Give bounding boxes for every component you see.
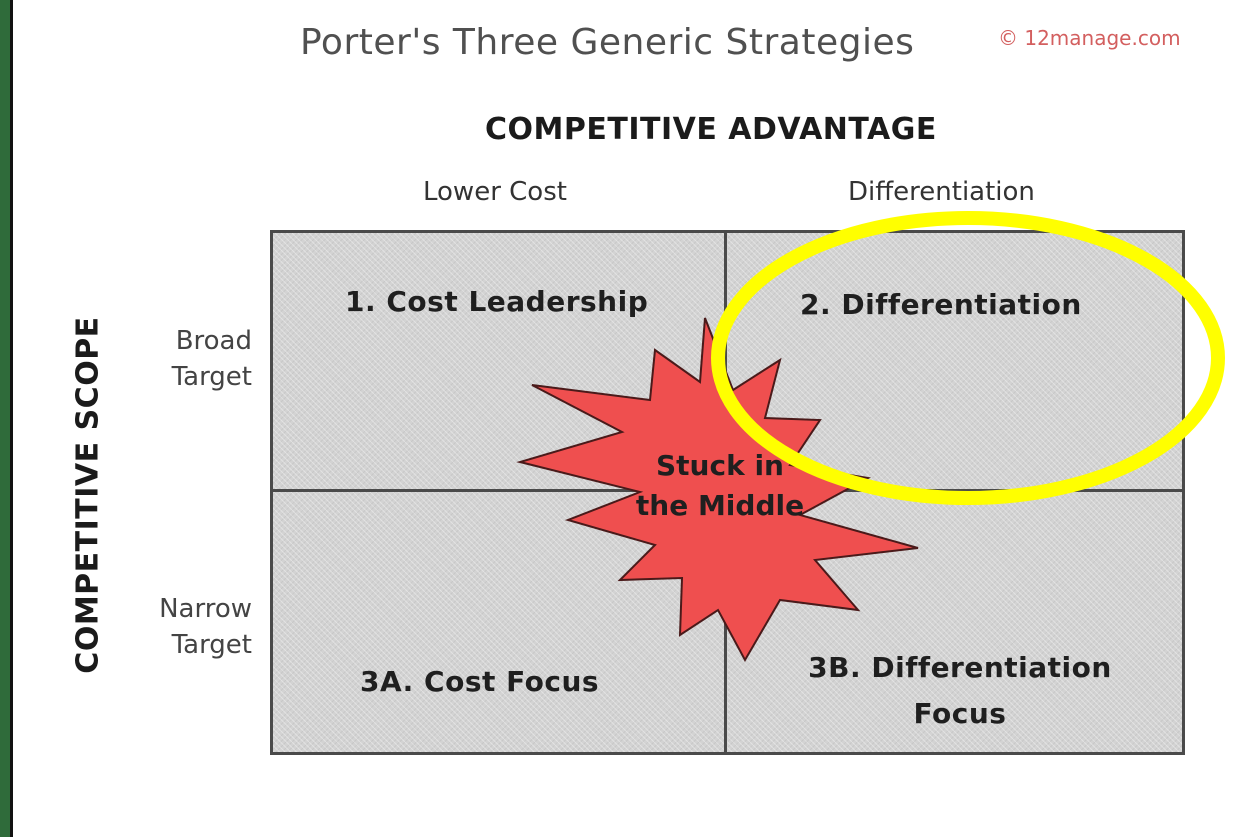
cell-differentiation: 2. Differentiation: [800, 288, 1082, 321]
column-label-differentiation: Differentiation: [848, 177, 1035, 207]
copyright-text: © 12manage.com: [998, 26, 1181, 50]
stuck-in-middle-label: Stuck in the Middle: [600, 446, 840, 526]
cell-cost-focus: 3A. Cost Focus: [360, 665, 600, 698]
diagram-title: Porter's Three Generic Strategies: [300, 22, 915, 63]
row-label-broad-target: Broad Target: [132, 323, 252, 395]
left-border-line: [10, 0, 13, 837]
row-label-narrow-line1: Narrow: [159, 594, 252, 624]
left-border-strip: [0, 0, 10, 837]
stuck-in-middle-line1: Stuck in: [656, 449, 784, 482]
cell-differentiation-focus-line2: Focus: [913, 697, 1007, 730]
row-label-narrow-line2: Target: [171, 630, 252, 660]
cell-differentiation-focus-line1: 3B. Differentiation: [808, 651, 1112, 684]
cell-cost-leadership: 1. Cost Leadership: [345, 285, 649, 318]
row-label-narrow-target: Narrow Target: [132, 591, 252, 663]
differentiation-highlight-ring: [711, 211, 1225, 505]
row-label-broad-line2: Target: [171, 362, 252, 392]
stuck-in-middle-line2: the Middle: [635, 489, 805, 522]
cell-differentiation-focus: 3B. Differentiation Focus: [790, 645, 1130, 737]
column-label-lower-cost: Lower Cost: [423, 177, 567, 207]
row-label-broad-line1: Broad: [175, 326, 252, 356]
competitive-advantage-axis-title: COMPETITIVE ADVANTAGE: [485, 112, 937, 147]
